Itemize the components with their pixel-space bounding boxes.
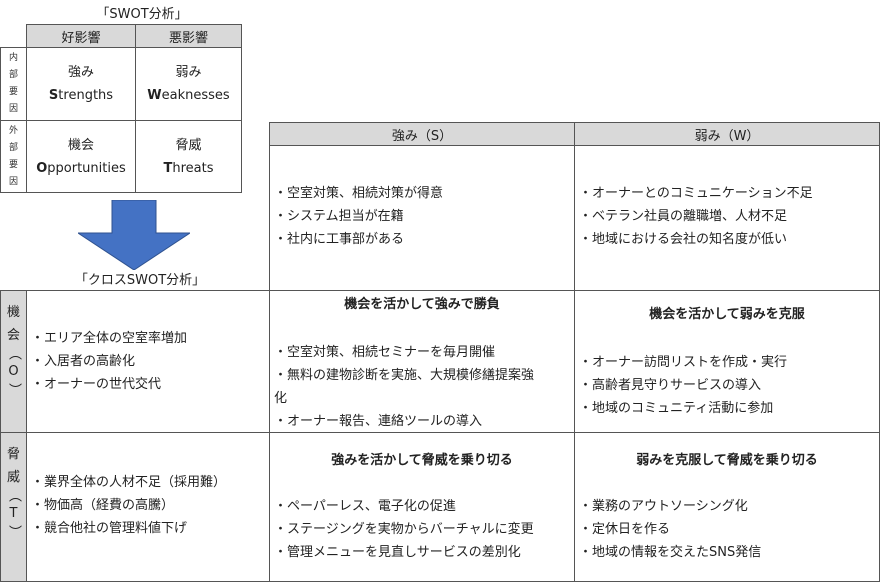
label-char: 要 (8, 87, 18, 97)
label-char: 部 (8, 70, 18, 80)
opportunity-side-label: 機 会 （ O ） (0, 290, 27, 433)
header-strengths-label: 強み（S） (391, 128, 453, 144)
swot-title: 「SWOT分析」 (96, 7, 188, 22)
down-arrow-icon (78, 200, 190, 270)
st-strategy-list: ・ペーパーレス、電子化の促進 ・ステージングを実物からバーチャルに変更 ・管理メ… (274, 495, 534, 564)
wt-strategy-box: 弱みを克服して脅威を乗り切る ・業務のアウトソーシング化 ・定休日を作る ・地域… (574, 432, 880, 582)
list-item: ・空室対策、相続対策が得意 (274, 186, 444, 201)
cell-opportunities: 機会 Opportunities (26, 120, 136, 193)
list-item: ・オーナー報告、連絡ツールの導入 (274, 414, 483, 429)
list-item: ・地域のコミュニティ活動に参加 (579, 401, 774, 416)
label-char: 因 (8, 176, 18, 187)
wo-strategy-box: 機会を活かして弱みを克服 ・オーナー訪問リストを作成・実行 ・高齢者見守りサービ… (574, 290, 880, 433)
list-item: ・競合他社の管理料値下げ (31, 521, 188, 536)
weaknesses-en: Weaknesses (147, 88, 230, 103)
header-weaknesses-label: 弱み（W） (694, 128, 760, 144)
header-negative-label: 悪影響 (168, 30, 208, 46)
list-item: ・ベテラン社員の離職増、人材不足 (579, 209, 788, 224)
wt-strategy-list: ・業務のアウトソーシング化 ・定休日を作る ・地域の情報を交えたSNS発信 (579, 495, 761, 564)
weaknesses-box: ・オーナーとのコミュニケーション不足 ・ベテラン社員の離職増、人材不足 ・地域に… (574, 145, 880, 291)
opportunities-list: ・エリア全体の空室率増加 ・入居者の高齢化 ・オーナーの世代交代 (31, 327, 187, 396)
wo-strategy-list: ・オーナー訪問リストを作成・実行 ・高齢者見守りサービスの導入 ・地域のコミュニ… (579, 351, 787, 420)
list-item: ・地域における会社の知名度が低い (579, 232, 788, 247)
threats-en: Threats (163, 160, 214, 176)
label-char: 脅 (6, 447, 20, 462)
weaknesses-list: ・オーナーとのコミュニケーション不足 ・ベテラン社員の離職増、人材不足 ・地域に… (579, 182, 813, 251)
list-item: ・入居者の高齢化 (31, 354, 136, 369)
label-char: T (9, 506, 18, 521)
cell-weaknesses: 弱み Weaknesses (135, 47, 242, 121)
label-char: O (8, 364, 19, 379)
row-label-internal: 内 部 要 因 (0, 47, 27, 121)
label-char: ） (6, 525, 21, 538)
header-strengths: 強み（S） (269, 122, 575, 146)
st-strategy-box: 強みを活かして脅威を乗り切る ・ペーパーレス、電子化の促進 ・ステージングを実物… (269, 432, 575, 582)
list-item: ・業界全体の人材不足（採用難） (31, 475, 227, 490)
strengths-ja: 強み (67, 65, 94, 80)
threat-side-label: 脅 威 （ T ） (0, 432, 27, 582)
st-strategy-title: 強みを活かして脅威を乗り切る (331, 453, 513, 468)
label-char: 要 (8, 159, 18, 170)
list-item: ・空室対策、相続セミナーを毎月開催 (274, 345, 496, 360)
label-char: （ (6, 489, 21, 502)
label-char: 外 (8, 125, 18, 136)
list-item: ・地域の情報を交えたSNS発信 (579, 545, 762, 560)
list-item: ・オーナー訪問リストを作成・実行 (579, 355, 788, 370)
list-item: ・定休日を作る (579, 522, 671, 537)
threats-list: ・業界全体の人材不足（採用難） ・物価高（経費の高騰） ・競合他社の管理料値下げ (31, 471, 226, 540)
opportunities-box: ・エリア全体の空室率増加 ・入居者の高齢化 ・オーナーの世代交代 (26, 290, 270, 433)
label-char: 機 (6, 305, 20, 320)
label-char: 会 (6, 328, 20, 343)
label-char: 威 (6, 470, 20, 485)
opportunities-en: Opportunities (36, 160, 126, 176)
weaknesses-ja: 弱み (175, 65, 202, 80)
list-item: ・エリア全体の空室率増加 (31, 331, 188, 346)
wo-strategy-title: 機会を活かして弱みを克服 (649, 307, 805, 322)
list-item: ・ステージングを実物からバーチャルに変更 (274, 522, 534, 537)
list-item: ・管理メニューを見直しサービスの差別化 (274, 545, 521, 560)
list-item: 化 (274, 391, 288, 406)
list-item: ・高齢者見守りサービスの導入 (579, 378, 762, 393)
so-strategy-title: 機会を活かして強みで勝負 (344, 297, 500, 312)
label-char: 因 (8, 104, 18, 114)
strengths-en: Strengths (48, 88, 114, 103)
threats-ja: 脅威 (175, 137, 202, 153)
list-item: ・システム担当が在籍 (274, 209, 404, 224)
label-char: （ (6, 347, 21, 360)
cell-threats: 脅威 Threats (135, 120, 242, 193)
header-negative: 悪影響 (135, 24, 242, 48)
list-item: ・物価高（経費の高騰） (31, 498, 175, 513)
opportunities-ja: 機会 (67, 137, 94, 153)
label-char: 内 (8, 53, 18, 63)
header-weaknesses: 弱み（W） (574, 122, 880, 146)
list-item: ・社内に工事部がある (274, 232, 405, 247)
cross-swot-title: 「クロスSWOT分析」 (74, 273, 206, 288)
so-strategy-box: 機会を活かして強みで勝負 ・空室対策、相続セミナーを毎月開催 ・無料の建物診断を… (269, 290, 575, 433)
wt-strategy-title: 弱みを克服して脅威を乗り切る (636, 453, 818, 468)
list-item: ・無料の建物診断を実施、大規模修繕提案強 (274, 368, 535, 383)
list-item: ・ペーパーレス、電子化の促進 (274, 499, 456, 514)
threats-box: ・業界全体の人材不足（採用難） ・物価高（経費の高騰） ・競合他社の管理料値下げ (26, 432, 270, 582)
list-item: ・オーナーの世代交代 (31, 377, 162, 392)
header-positive: 好影響 (26, 24, 136, 48)
label-char: ） (6, 383, 21, 396)
row-label-external: 外 部 要 因 (0, 120, 27, 193)
cell-strengths: 強み Strengths (26, 47, 136, 121)
strengths-list: ・空室対策、相続対策が得意 ・システム担当が在籍 ・社内に工事部がある (274, 182, 443, 251)
so-strategy-list: ・空室対策、相続セミナーを毎月開催 ・無料の建物診断を実施、大規模修繕提案強 化… (274, 341, 534, 433)
header-positive-label: 好影響 (61, 30, 101, 46)
list-item: ・業務のアウトソーシング化 (579, 499, 748, 514)
label-char: 部 (8, 142, 18, 153)
strengths-box: ・空室対策、相続対策が得意 ・システム担当が在籍 ・社内に工事部がある (269, 145, 575, 291)
list-item: ・オーナーとのコミュニケーション不足 (579, 186, 813, 201)
